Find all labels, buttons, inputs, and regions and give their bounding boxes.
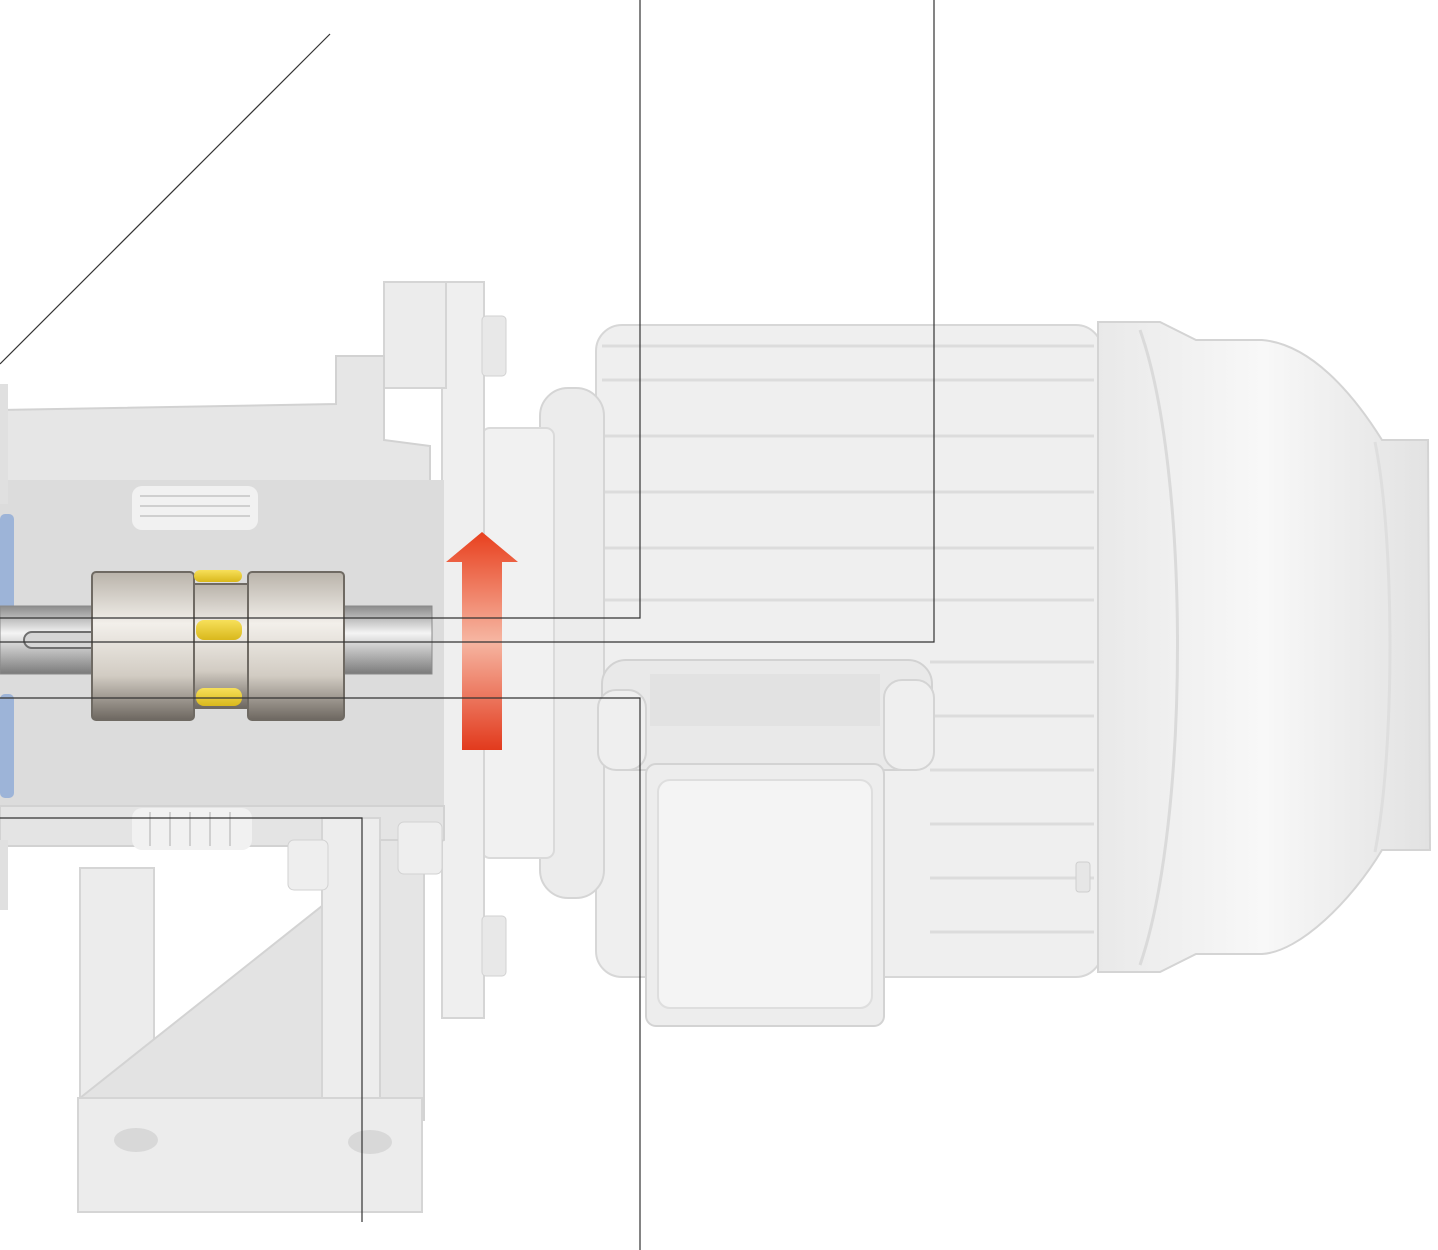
spider-segment-bottom bbox=[196, 688, 242, 706]
ribbed-window-bottom bbox=[132, 808, 252, 850]
spider-segment-middle bbox=[196, 620, 242, 640]
rotation-arrow bbox=[446, 532, 518, 750]
leader-line-bracket bbox=[0, 817, 363, 1222]
cooling-fins bbox=[602, 344, 1094, 934]
leader-lines bbox=[0, 0, 935, 1250]
leader-line-seal bbox=[0, 33, 331, 365]
seal-ring-bottom bbox=[0, 694, 14, 798]
jaw-coupling bbox=[91, 571, 345, 721]
motor-fan-cover bbox=[1075, 321, 1432, 973]
spider-segment-top bbox=[194, 570, 242, 582]
leader-line-spider bbox=[0, 697, 641, 1250]
leader-line-coupling-hub bbox=[0, 0, 641, 619]
ribbed-window-top bbox=[132, 486, 258, 530]
support-foot bbox=[77, 817, 443, 1213]
seal-ring-top bbox=[0, 514, 14, 618]
terminal-box bbox=[597, 659, 935, 1027]
elastomer-spider bbox=[194, 570, 242, 706]
leader-line-shaft bbox=[0, 0, 935, 643]
